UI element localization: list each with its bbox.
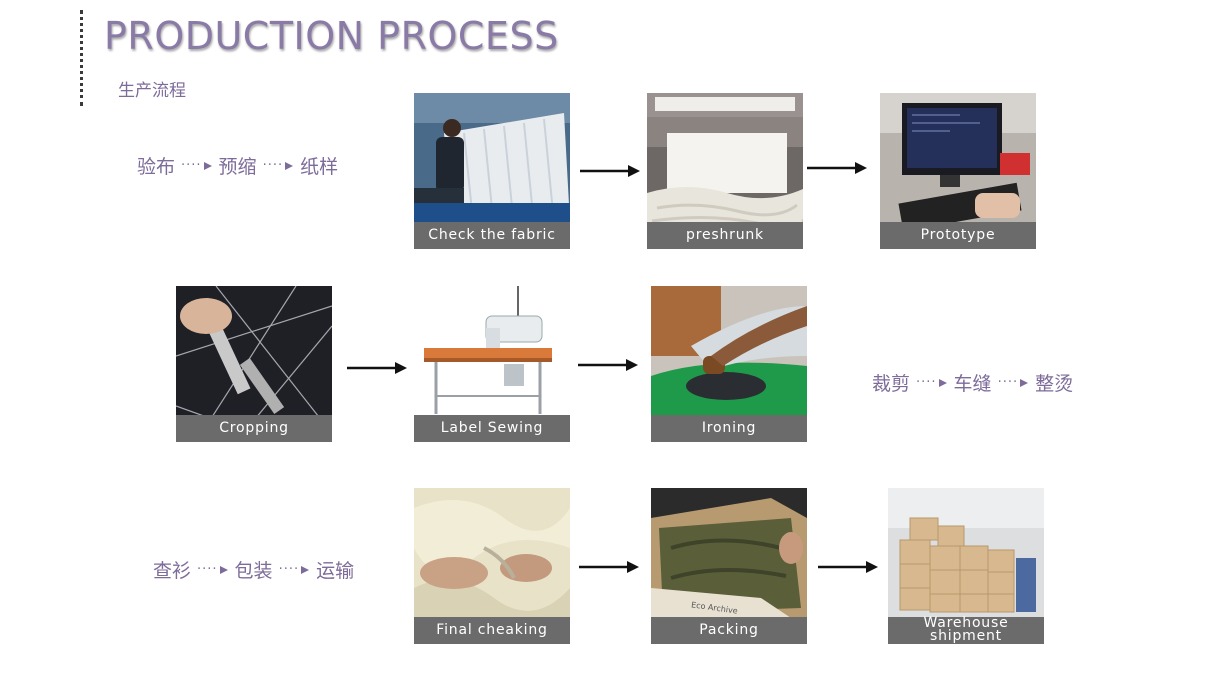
flow-step-label: 包装 [234, 560, 273, 582]
step-caption: Cropping [176, 415, 332, 442]
right-arrow-icon [347, 362, 407, 374]
step-ironing: Ironing [651, 286, 807, 442]
dotted-arrow-icon: ···· [279, 562, 311, 577]
step-caption: Packing [651, 617, 807, 644]
right-arrow-icon [807, 162, 867, 174]
step-caption: Label Sewing [414, 415, 570, 442]
right-arrow-icon [818, 561, 878, 573]
dotted-arrow-icon: ···· [197, 562, 229, 577]
flow-step-label: 查衫 [153, 560, 192, 582]
dotted-divider [80, 10, 83, 106]
step-preshrunk: preshrunk [647, 93, 803, 249]
step-label-sewing: Label Sewing [414, 286, 570, 442]
dotted-arrow-icon: ···· [916, 375, 948, 390]
step-packing: Eco Archive Packing [651, 488, 807, 644]
flow-step-label: 裁剪 [872, 373, 911, 395]
dotted-arrow-icon: ···· [181, 158, 213, 173]
right-arrow-icon [580, 165, 640, 177]
step-check-fabric: Check the fabric [414, 93, 570, 249]
step-caption: Warehouse shipment [888, 616, 1044, 644]
flow-row-1: 验布 ···· 预缩 ···· 纸样 [137, 152, 338, 179]
flow-step-label: 车缝 [953, 373, 992, 395]
flow-step-label: 纸样 [300, 156, 339, 178]
flow-step-label: 验布 [137, 156, 176, 178]
step-caption: Ironing [651, 415, 807, 442]
step-caption: Final cheaking [414, 617, 570, 644]
page-subtitle: 生产流程 [118, 81, 186, 101]
dotted-arrow-icon: ···· [998, 375, 1030, 390]
right-arrow-icon [579, 561, 639, 573]
step-warehouse-shipment: Warehouse shipment [888, 488, 1044, 644]
flow-row-3: 查衫 ···· 包装 ···· 运输 [153, 556, 354, 583]
step-caption: preshrunk [647, 222, 803, 249]
fabric-inspection-photo [414, 93, 570, 249]
step-final-checking: Final cheaking [414, 488, 570, 644]
flow-step-label: 预缩 [218, 156, 257, 178]
dotted-arrow-icon: ···· [263, 158, 295, 173]
flow-step-label: 整烫 [1035, 373, 1074, 395]
step-caption: Prototype [880, 222, 1036, 249]
page-title: PRODUCTION PROCESS [104, 14, 559, 58]
step-prototype: Prototype [880, 93, 1036, 249]
right-arrow-icon [578, 359, 638, 371]
flow-step-label: 运输 [316, 560, 355, 582]
flow-row-2: 裁剪 ···· 车缝 ···· 整烫 [872, 369, 1073, 396]
step-cropping: Cropping [176, 286, 332, 442]
step-caption: Check the fabric [414, 222, 570, 249]
